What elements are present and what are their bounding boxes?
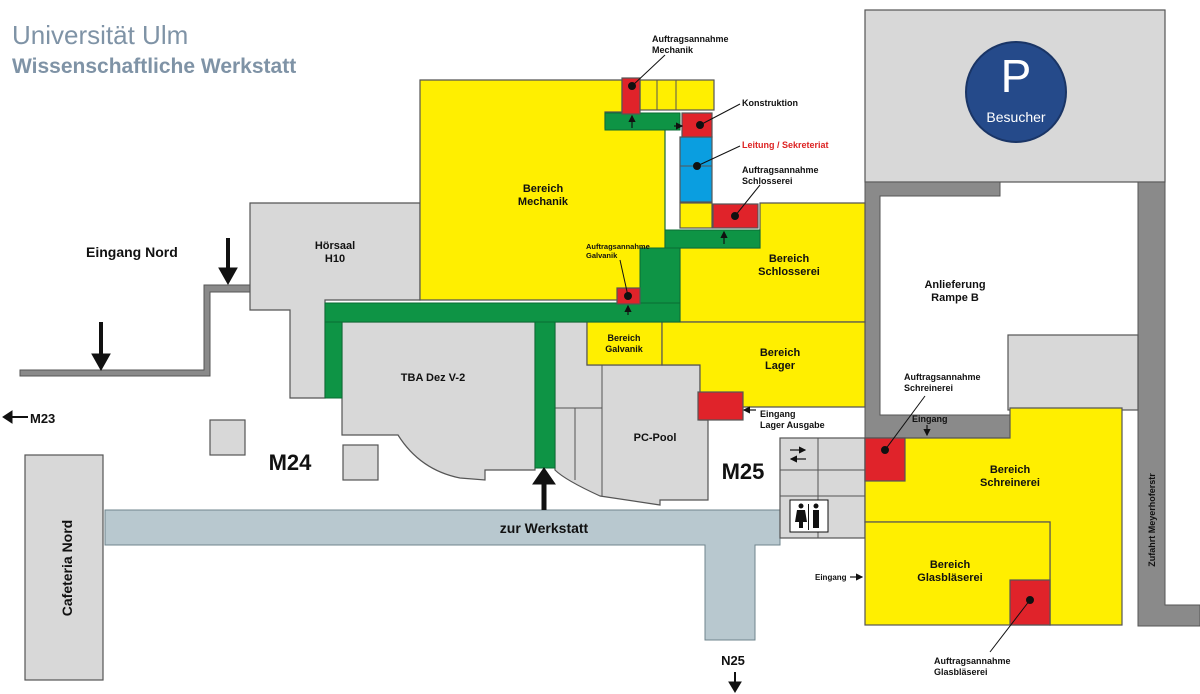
small-building-1 (209, 419, 246, 456)
label-m25: M25 (722, 459, 765, 484)
label-eingang-nord: Eingang Nord (86, 244, 178, 260)
parking-icon (965, 41, 1067, 143)
lager-ausgabe-office (697, 391, 744, 421)
label-eingang-glas: Eingang (815, 573, 847, 582)
parking-letter: P (1001, 50, 1032, 102)
label-eingang-schreinerei: Eingang (912, 414, 948, 424)
small-building-2 (342, 444, 379, 481)
auftrag-schreinerei-office (864, 437, 906, 482)
delivery-path (864, 181, 1011, 439)
label-cafeteria: Cafeteria Nord (59, 520, 75, 616)
map-subtitle: Wissenschaftliche Werkstatt (12, 55, 296, 78)
label-m23: M23 (30, 411, 55, 426)
rampe-side-building (1007, 334, 1139, 411)
green-corridor (324, 112, 759, 469)
label-zur-werkstatt: zur Werkstatt (500, 520, 589, 536)
map-title: Universität Ulm (12, 20, 188, 50)
restroom-figures-icon (795, 503, 819, 530)
two-way-arrows-icon (789, 446, 807, 463)
label-tba: TBA Dez V-2 (401, 372, 465, 384)
meyerhofer-driveway (1137, 181, 1200, 627)
label-m24: M24 (269, 450, 313, 475)
mechanik-rooms (639, 79, 715, 111)
tba-building (341, 321, 536, 481)
street (104, 509, 781, 641)
label-leitung: Leitung / Sekreteriat (742, 140, 829, 150)
north-entrance-path (19, 284, 259, 377)
label-n25: N25 (721, 653, 745, 668)
label-pc-pool: PC-Pool (634, 432, 677, 444)
label-zufahrt: Zufahrt Meyerhoferstr (1147, 473, 1157, 567)
cafeteria-nord-building (24, 454, 104, 681)
parking-label: Besucher (986, 109, 1045, 125)
label-konstruktion: Konstruktion (742, 98, 798, 108)
